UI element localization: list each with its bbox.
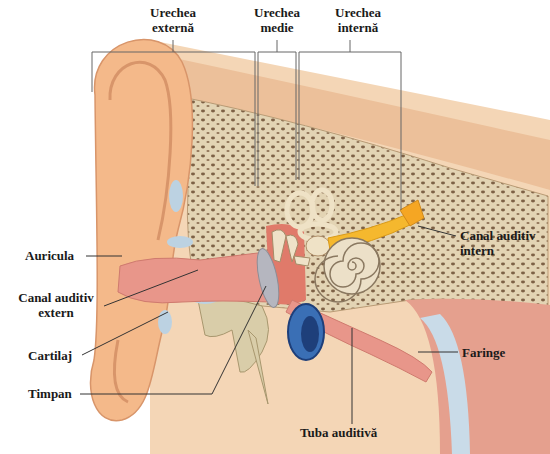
part-label: Auricula — [25, 248, 89, 263]
region-heading: Urechea externă — [133, 5, 213, 35]
semicircular-canal — [287, 193, 313, 227]
leader-lines — [80, 226, 458, 424]
part-label: Timpan — [28, 386, 88, 401]
head-tissue — [150, 40, 550, 454]
ossicle-stapes — [294, 256, 310, 266]
ossicle-malleus — [272, 230, 286, 262]
part-label: Faringe — [462, 345, 542, 360]
lobe-fold — [114, 340, 128, 402]
auditory-tube — [286, 300, 432, 382]
tube-cartilage-inner — [301, 316, 319, 352]
region-heading: Urechea medie — [240, 5, 314, 35]
semicircular-canal — [312, 190, 332, 220]
tube-cartilage — [288, 304, 324, 360]
part-label: Canal auditiv extern — [8, 290, 104, 320]
part-label: Canal auditiv intern — [460, 228, 550, 258]
part-label: Cartilaj — [28, 348, 88, 363]
auricle — [90, 39, 192, 420]
helix-fold — [110, 62, 171, 240]
pharynx-lining — [420, 314, 470, 454]
internal-canal-nerve — [400, 200, 424, 226]
region-heading: Urechea internă — [318, 5, 398, 35]
cochlea-spiral — [315, 243, 379, 302]
ear-canal — [118, 252, 270, 303]
region-brackets — [92, 40, 401, 210]
styloid-process — [248, 330, 268, 404]
cartilage-piece — [169, 180, 183, 212]
cartilage-piece — [167, 236, 193, 248]
part-label: Tuba auditivă — [300, 425, 420, 440]
